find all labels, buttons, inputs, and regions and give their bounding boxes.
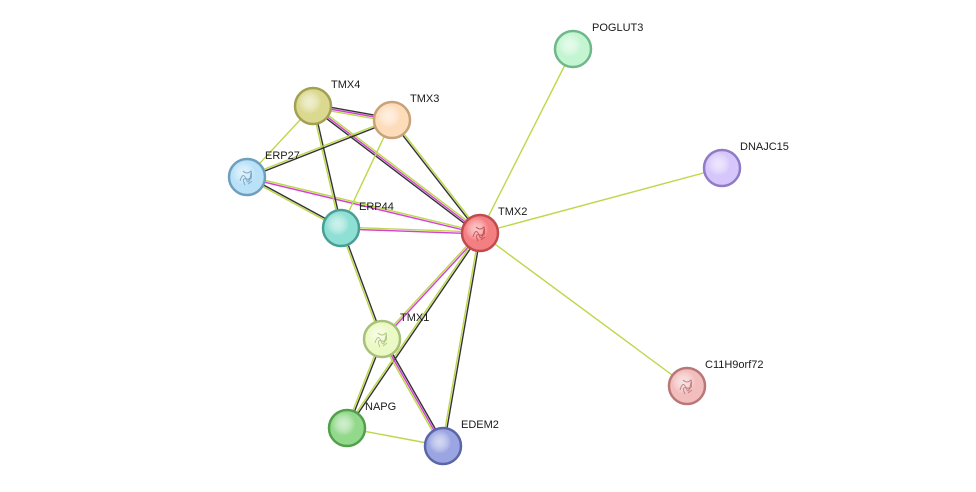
edge-tmx3-erp27[interactable] bbox=[245, 118, 394, 179]
edge-line-black bbox=[382, 337, 446, 446]
node-highlight bbox=[375, 103, 409, 137]
node-highlight bbox=[463, 216, 497, 250]
protein-structure-icon bbox=[679, 379, 693, 395]
node-highlight bbox=[324, 211, 358, 245]
edge-line-yellow-green bbox=[479, 48, 574, 234]
edge-tmx2-poglut3[interactable] bbox=[479, 48, 574, 234]
node-highlight bbox=[296, 89, 330, 123]
edge-tmx3-erp44[interactable] bbox=[340, 119, 393, 229]
edge-line-magenta bbox=[246, 177, 481, 235]
node-tmx2[interactable]: TMX2 bbox=[460, 206, 527, 253]
edge-line-yellow-green bbox=[345, 231, 480, 429]
node-highlight bbox=[230, 160, 264, 194]
node-highlight bbox=[426, 429, 460, 463]
edge-line-black bbox=[390, 119, 480, 235]
edge-line-magenta bbox=[381, 232, 482, 341]
edge-tmx2-erp44[interactable] bbox=[340, 226, 481, 235]
edge-line-yellow-green bbox=[479, 167, 723, 234]
edge-line-yellow-green bbox=[392, 118, 482, 234]
edge-erp44-tmx1[interactable] bbox=[339, 226, 384, 341]
edge-line-black bbox=[246, 120, 394, 179]
node-erp44[interactable]: ERP44 bbox=[321, 201, 394, 248]
edge-line-magenta bbox=[381, 338, 444, 447]
edge-tmx2-tmx3[interactable] bbox=[390, 118, 482, 235]
edge-line-yellow-green bbox=[380, 231, 481, 340]
edge-line-magenta bbox=[340, 228, 481, 235]
node-edem2[interactable]: EDEM2 bbox=[423, 419, 499, 466]
node-label: C11H9orf72 bbox=[705, 359, 764, 371]
edge-tmx2-dnajc15[interactable] bbox=[479, 167, 723, 234]
edge-tmx2-edem2[interactable] bbox=[441, 232, 482, 447]
edge-tmx2-c11h9orf72[interactable] bbox=[479, 232, 688, 387]
edge-line-yellow-green bbox=[339, 227, 382, 341]
edge-line-yellow-green bbox=[245, 118, 393, 177]
node-dnajc15[interactable]: DNAJC15 bbox=[702, 141, 789, 188]
node-highlight bbox=[556, 32, 590, 66]
edge-tmx2-napg[interactable] bbox=[345, 231, 482, 430]
node-label: DNAJC15 bbox=[740, 141, 789, 153]
node-tmx4[interactable]: TMX4 bbox=[293, 79, 360, 126]
edge-line-black bbox=[347, 232, 482, 430]
edge-line-black bbox=[443, 232, 482, 447]
edge-tmx1-edem2[interactable] bbox=[379, 337, 446, 448]
node-c11h9orf72[interactable]: C11H9orf72 bbox=[667, 359, 764, 406]
node-highlight bbox=[330, 411, 364, 445]
edge-tmx2-erp27[interactable] bbox=[246, 175, 481, 235]
node-erp27[interactable]: ERP27 bbox=[227, 150, 300, 197]
edge-line-yellow-green bbox=[379, 339, 443, 448]
node-highlight bbox=[365, 322, 399, 356]
node-tmx1[interactable]: TMX1 bbox=[362, 312, 429, 359]
node-napg[interactable]: NAPG bbox=[327, 401, 396, 448]
edge-line-yellow-green bbox=[311, 105, 341, 229]
edge-line-yellow-green bbox=[479, 232, 688, 387]
protein-structure-icon bbox=[374, 332, 388, 348]
node-label: TMX1 bbox=[400, 312, 429, 324]
node-poglut3[interactable]: POGLUT3 bbox=[553, 22, 643, 69]
node-highlight bbox=[705, 151, 739, 185]
node-label: NAPG bbox=[365, 401, 396, 413]
node-label: POGLUT3 bbox=[592, 22, 643, 34]
edge-line-yellow-green bbox=[340, 119, 393, 229]
node-tmx3[interactable]: TMX3 bbox=[372, 93, 439, 140]
edge-tmx4-erp44[interactable] bbox=[311, 105, 343, 229]
node-label: TMX4 bbox=[331, 79, 360, 91]
node-label: ERP27 bbox=[265, 150, 300, 162]
edge-line-yellow-green bbox=[441, 232, 480, 447]
edge-line-black bbox=[311, 106, 480, 236]
edge-line-yellow-green bbox=[246, 175, 481, 233]
protein-structure-icon bbox=[239, 170, 253, 186]
edge-line-black bbox=[341, 226, 384, 340]
node-highlight bbox=[670, 369, 704, 403]
edge-line-black bbox=[313, 105, 343, 229]
node-label: EDEM2 bbox=[461, 419, 499, 431]
protein-structure-icon bbox=[472, 226, 486, 242]
node-label: TMX3 bbox=[410, 93, 439, 105]
edge-line-yellow-green bbox=[340, 226, 481, 233]
node-label: TMX2 bbox=[498, 206, 527, 218]
edge-tmx2-tmx1[interactable] bbox=[380, 231, 482, 341]
edge-line-yellow-green bbox=[313, 103, 482, 233]
edge-line-magenta bbox=[312, 105, 481, 234]
edge-tmx2-tmx4[interactable] bbox=[311, 103, 482, 236]
node-label: ERP44 bbox=[359, 201, 394, 213]
